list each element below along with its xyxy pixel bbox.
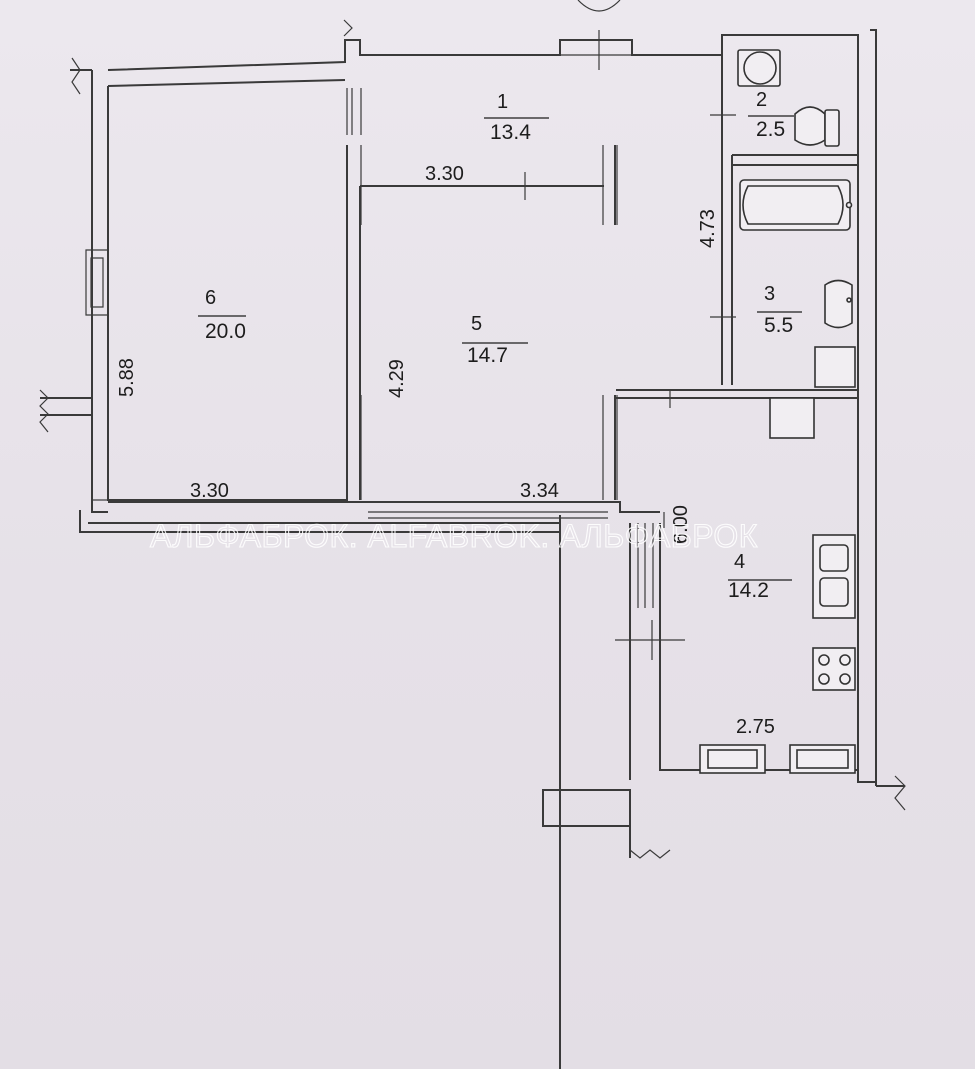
radiator-right-inner	[796, 749, 849, 769]
door-room5-bottom	[346, 395, 362, 500]
room-5-number: 5	[471, 313, 482, 335]
dimension-right-zone-height: 4.73	[697, 209, 719, 248]
break-left-top	[71, 57, 81, 95]
break-top-center	[343, 19, 353, 37]
sink-drain	[846, 297, 852, 303]
bottom-main-wall	[108, 501, 660, 513]
window-top-left-room	[107, 61, 346, 71]
break-symbols	[39, 19, 906, 859]
break-bottom-mid	[629, 849, 671, 859]
room6-left-inner-wall	[107, 86, 348, 501]
room-6-number: 6	[205, 287, 216, 309]
door-room1-left	[346, 88, 362, 135]
walls	[40, 29, 905, 1069]
burner-2	[839, 654, 851, 666]
openings	[85, 0, 736, 660]
outer-wall-left-outline	[91, 70, 108, 513]
stub-bottom-mid	[542, 789, 631, 827]
room-5-area: 14.7	[467, 344, 508, 367]
dimension-room6-width: 3.30	[190, 480, 229, 502]
room-labels: 6 20.0 1 13.4 5 14.7 2 2.5 3 5.5 4 14.2	[198, 89, 802, 602]
window-room5-bottom	[368, 511, 608, 519]
corridor-door	[615, 620, 685, 660]
stub-left-middle	[40, 397, 92, 416]
break-right-bottom	[894, 775, 906, 811]
bathroom-lower-divider	[616, 389, 858, 399]
room-3-area: 5.5	[764, 314, 793, 337]
burner-3	[818, 673, 830, 685]
dimension-room5-height: 4.29	[386, 359, 408, 398]
dimension-kitchen-length: 6.00	[670, 505, 692, 544]
fixtures	[699, 49, 856, 774]
utility-box-bath	[814, 346, 856, 388]
watermark-text: АЛЬФАБРОК. ALFABROK. АЛЬФАБРОК	[150, 518, 758, 554]
door-room5-right	[602, 145, 618, 225]
dimension-room1-width: 3.30	[425, 163, 464, 185]
door-room5-right-lower	[602, 395, 618, 500]
bathroom-upper-divider	[732, 154, 858, 166]
dimension-kitchen-width: 2.75	[736, 716, 775, 738]
top-door-arc	[577, 0, 621, 12]
utility-box-kitchen	[769, 397, 815, 439]
dimension-room5-width: 3.34	[520, 480, 559, 502]
burner-4	[839, 673, 851, 685]
room-1-number: 1	[497, 91, 508, 113]
dimension-labels: 3.30 4.73 4.29 5.88 3.30 3.34 6.00 2.75	[116, 163, 775, 738]
door-room5-left	[346, 145, 362, 225]
break-left-mid	[39, 389, 49, 433]
room-2-area: 2.5	[756, 118, 785, 141]
room-1-area: 13.4	[490, 121, 531, 144]
window-top-right-room	[560, 39, 632, 56]
radiator-left-inner	[707, 749, 758, 769]
bath-drain	[845, 201, 853, 209]
kitchen-sink-bowl-bottom	[819, 577, 849, 607]
burner-1	[818, 654, 830, 666]
room-4-area: 14.2	[728, 579, 769, 602]
left-room-window-frame	[90, 257, 104, 308]
stove-top	[812, 647, 856, 691]
dimension-room6-height: 5.88	[116, 358, 138, 397]
room-4-number: 4	[734, 551, 745, 573]
room-3-number: 3	[764, 283, 775, 305]
kitchen-sink-bowl-top	[819, 544, 849, 572]
bathtub-inner	[742, 185, 844, 225]
room6-top-inner-wall	[107, 79, 346, 87]
room-6-area: 20.0	[205, 320, 246, 343]
left-room-window	[85, 249, 109, 316]
left-wall-base	[79, 510, 560, 533]
room-2-number: 2	[756, 89, 767, 111]
toilet-tank	[824, 109, 840, 147]
outer-wall-right-outline	[870, 29, 877, 786]
kitchen-window-wall	[637, 523, 654, 608]
sink-basin	[824, 279, 853, 329]
outer-wall-left-room	[107, 34, 876, 783]
toilet-bowl	[794, 106, 826, 146]
wash-basin-top	[743, 51, 777, 85]
